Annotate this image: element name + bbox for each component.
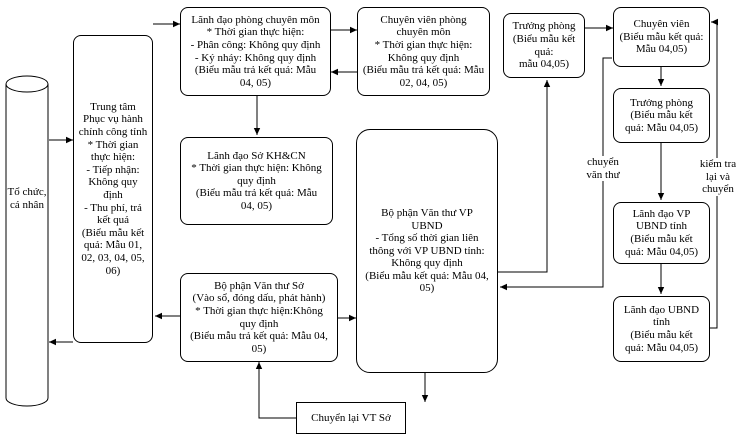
dept-head-line-3: - Phân công: Không quy định (190, 38, 321, 51)
director-line-2: * Thời gian thực hiện: Không (191, 162, 322, 175)
clerk-dept-node: Bộ phận Văn thư Sở (Vào sổ, đóng dấu, ph… (180, 273, 338, 362)
clerk-ubnd-line-1: Bộ phận Văn thư VP (381, 206, 473, 219)
return-vt-line-1: Chuyển lại VT Sở (311, 411, 391, 424)
specialist-right-line-3: Mẫu 04,05) (635, 43, 688, 56)
center-line-8: định (103, 189, 123, 201)
center-line-9: - Thu phí, trả (84, 201, 142, 214)
edge-label-check-back: kiểm tra lại và chuyển (696, 158, 740, 196)
clerk-dept-line-4: quy định (239, 317, 279, 330)
dept-head-node: Lãnh đạo phòng chuyên môn * Thời gian th… (180, 7, 331, 96)
leader-vp-line-3: (Biểu mẫu kết (630, 233, 693, 245)
leader-ubnd-line-1: Lãnh đạo UBND (623, 303, 700, 316)
edge-label-to-clerk-line-1: chuyển (587, 156, 619, 168)
dept-head-line-4: - Ký nháy: Không quy định (194, 51, 317, 64)
leader-vp-line-1: Lãnh đạo VP (632, 207, 691, 220)
specialist-dept-line-5: (Biểu mẫu trả kết quả: Mẫu (362, 64, 485, 77)
center-line-1: Trung tâm (90, 100, 136, 113)
specialist-right-line-1: Chuyên viên (633, 18, 690, 31)
dept-head-line-2: * Thời gian thực hiện: (206, 26, 305, 39)
specialist-dept-line-4: Không quy định (387, 51, 460, 64)
edge-label-check-back-line-2: lại và (705, 170, 731, 183)
specialist-dept-line-3: * Thời gian thực hiện: (374, 38, 473, 51)
center-line-3: chính công tỉnh (78, 126, 148, 139)
citizen-cylinder-shape (5, 75, 49, 407)
specialist-right-line-2: (Biểu mẫu kết quả: (619, 30, 704, 43)
clerk-ubnd-line-4: thông với VP UBND tỉnh: (369, 244, 485, 257)
director-node: Lãnh đạo Sở KH&CN * Thời gian thực hiện:… (180, 137, 333, 225)
clerk-ubnd-line-2: UBND (411, 219, 443, 232)
director-line-1: Lãnh đạo Sở KH&CN (207, 149, 306, 162)
citizen-line-2: cá nhân (10, 198, 44, 211)
center-line-14: 06) (105, 264, 121, 277)
center-line-7: Không quy (88, 176, 138, 189)
specialist-dept-line-6: 02, 04, 05) (399, 76, 448, 89)
leader-ubnd-line-2: tỉnh (652, 316, 671, 329)
head-room-1-line-3: mẫu 04,05) (518, 58, 570, 71)
edge-label-check-back-line-3: chuyển (702, 183, 734, 196)
arrow-return-to-clerk (255, 362, 296, 419)
leader-vp-node: Lãnh đạo VP UBND tỉnh (Biểu mẫu kết quả:… (613, 202, 710, 264)
center-line-6: - Tiếp nhận: (86, 163, 140, 176)
head-room-1-line-2: (Biểu mẫu kết quả: (512, 32, 576, 58)
clerk-ubnd-line-5: Không quy định (391, 257, 463, 270)
clerk-dept-line-1: Bộ phận Văn thư Sở (214, 279, 304, 292)
head-room-1-node: Trưởng phòng (Biểu mẫu kết quả: mẫu 04,0… (503, 13, 585, 78)
leader-ubnd-node: Lãnh đạo UBND tỉnh (Biểu mẫu kết quả: Mẫ… (613, 296, 710, 362)
center-line-12: quả: Mẫu 01, (83, 239, 143, 252)
clerk-ubnd-node: Bộ phận Văn thư VP UBND - Tổng số thời g… (356, 129, 498, 373)
edge-label-to-clerk: chuyển văn thư (578, 156, 628, 182)
clerk-dept-line-5: (Biểu mẫu trả kết quả: Mẫu 04, (190, 330, 328, 343)
leader-vp-line-4: quả: Mẫu 04,05) (624, 245, 698, 258)
clerk-ubnd-line-7: 05) (419, 282, 435, 295)
center-line-11: (Biểu mẫu kết (81, 226, 145, 239)
specialist-dept-node: Chuyên viên phòng chuyên môn * Thời gian… (357, 7, 490, 96)
center-line-13: 02, 03, 04, 05, (81, 251, 145, 264)
center-line-2: Phục vụ hành (83, 113, 143, 126)
clerk-dept-line-3: * Thời gian thực hiện:Không (195, 304, 323, 317)
director-line-3: quy định (237, 174, 276, 187)
citizen-node: Tổ chức, cá nhân (4, 186, 50, 211)
specialist-right-node: Chuyên viên (Biểu mẫu kết quả: Mẫu 04,05… (613, 7, 710, 67)
head-room-1-line-1: Trưởng phòng (512, 20, 576, 33)
specialist-dept-line-1: Chuyên viên phòng (380, 13, 467, 26)
dept-head-line-6: 04, 05) (239, 76, 272, 89)
dept-head-line-1: Lãnh đạo phòng chuyên môn (191, 13, 320, 26)
center-line-5: thực hiện: (90, 151, 136, 164)
return-vt-node: Chuyển lại VT Sở (296, 402, 406, 434)
arrow-ubnd-clerk-to-head-room (498, 80, 551, 273)
edge-label-to-clerk-line-2: văn thư (586, 168, 620, 181)
specialist-dept-line-2: chuyên môn (396, 26, 451, 39)
leader-ubnd-line-4: quả: Mẫu 04,05) (624, 341, 698, 354)
head-room-2-line-2: (Biểu mẫu kết (630, 109, 693, 122)
center-line-4: * Thời gian (87, 138, 139, 151)
leader-vp-line-2: UBND tỉnh (635, 220, 688, 233)
head-room-2-node: Trưởng phòng (Biểu mẫu kết quả: Mẫu 04,0… (613, 88, 710, 143)
leader-ubnd-line-3: (Biểu mẫu kết (630, 329, 693, 341)
clerk-ubnd-line-3: - Tổng số thời gian liên (375, 232, 479, 245)
clerk-dept-line-6: 05) (251, 342, 267, 355)
clerk-ubnd-line-6: (Biểu mẫu kết quả: Mẫu 04, (365, 269, 489, 282)
director-line-4: (Biểu mẫu trả kết quả: Mẫu (195, 187, 318, 200)
head-room-2-line-3: quả: Mẫu 04,05) (624, 121, 698, 134)
citizen-line-1: Tổ chức, (7, 186, 47, 198)
edge-label-check-back-line-1: kiểm tra (699, 158, 737, 170)
dept-head-line-5: (Biểu mẫu trả kết quả: Mẫu (194, 64, 317, 77)
head-room-2-line-1: Trưởng phòng (629, 96, 694, 109)
director-line-5: 04, 05) (240, 199, 273, 212)
center-line-10: kết quả (96, 214, 130, 227)
clerk-dept-line-2: (Vào sổ, đóng dấu, phát hành) (192, 292, 326, 305)
center-node: Trung tâm Phục vụ hành chính công tỉnh *… (73, 35, 153, 343)
